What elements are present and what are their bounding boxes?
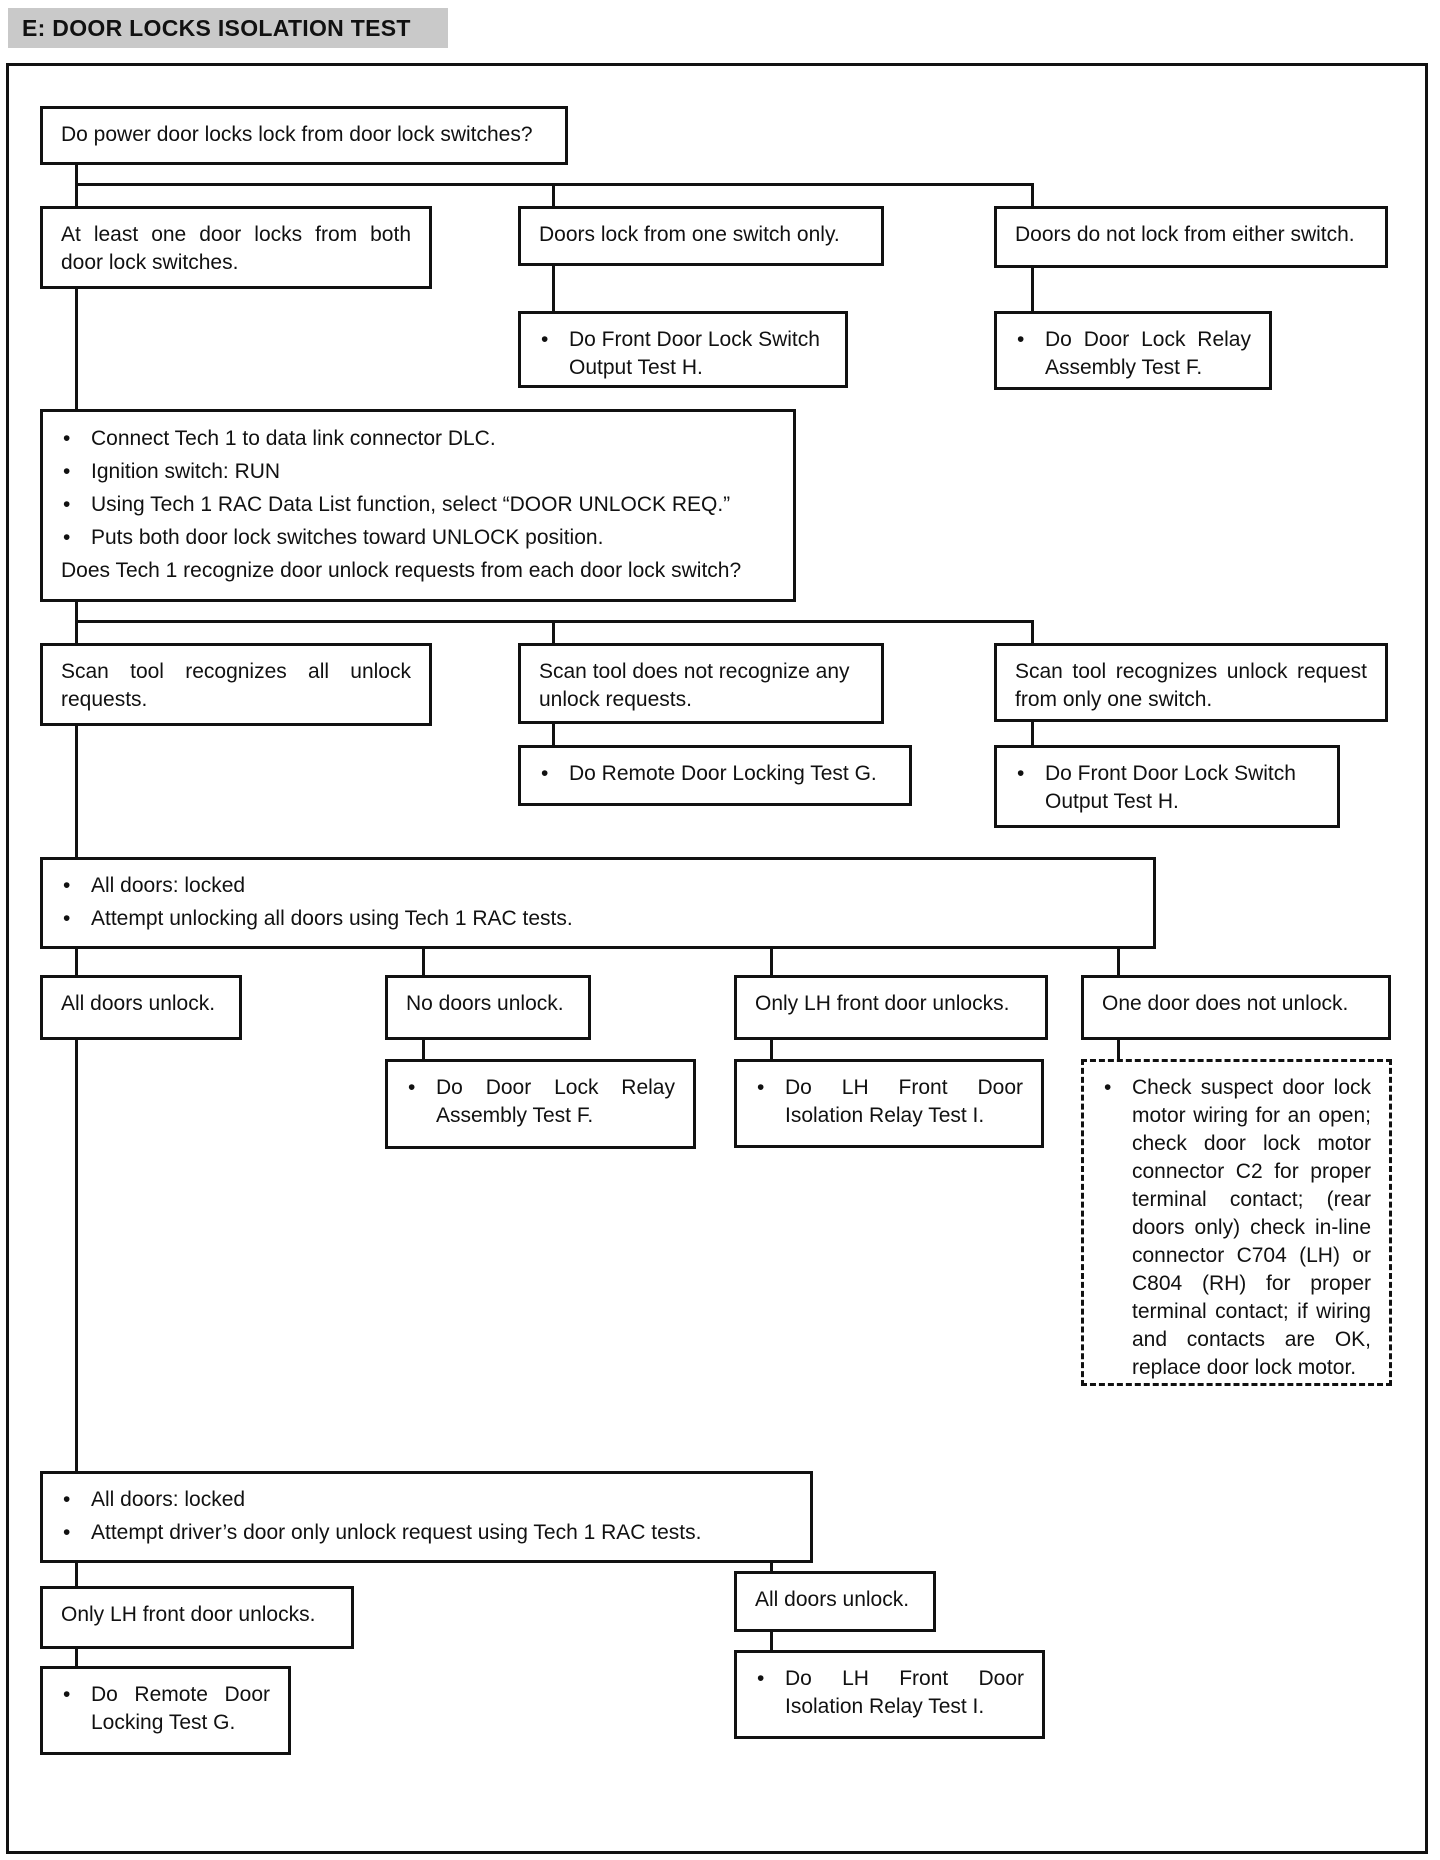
answer-all-doors-unlock-2: All doors unlock. (734, 1571, 936, 1632)
bullet-item: Do LH Front Door Isolation Relay Test I. (755, 1665, 1024, 1721)
connector (770, 1037, 773, 1061)
answer-recognizes-all: Scan tool recognizes all unlock requests… (40, 643, 432, 726)
connector (770, 1630, 773, 1652)
answer-only-lh-unlocks: Only LH front door unlocks. (734, 975, 1048, 1040)
bullet-item: Puts both door lock switches toward UNLO… (61, 524, 775, 552)
action-switch-test-h-2: Do Front Door Lock Switch Output Test H. (994, 745, 1340, 828)
bullet-item: Check suspect door lock motor wiring for… (1102, 1074, 1371, 1382)
node-text: Only LH front door unlocks. (755, 992, 1010, 1015)
connector (422, 1037, 425, 1061)
node-text: Only LH front door unlocks. (61, 1603, 316, 1626)
answer-recognizes-none: Scan tool does not recognize any unlock … (518, 643, 884, 724)
connector (422, 947, 425, 977)
node-text: Scan tool recognizes unlock request from… (1015, 660, 1367, 711)
connector (552, 723, 555, 747)
node-text: Scan tool recognizes all unlock requests… (61, 660, 411, 711)
node-text: One door does not unlock. (1102, 992, 1349, 1015)
action-isolation-relay-test-i-2: Do LH Front Door Isolation Relay Test I. (734, 1650, 1045, 1739)
question-power-locks: Do power door locks lock from door lock … (40, 106, 568, 165)
connector (1031, 183, 1034, 209)
bullet-item: Connect Tech 1 to data link connector DL… (61, 425, 775, 453)
answer-neither-switch: Doors do not lock from either switch. (994, 206, 1388, 268)
bullet-item: Ignition switch: RUN (61, 458, 775, 486)
bullet-item: Attempt unlocking all doors using Tech 1… (61, 905, 1135, 933)
bullet-item: Do Remote Door Locking Test G. (539, 760, 891, 788)
node-text: Doors do not lock from either switch. (1015, 223, 1355, 246)
diagram-frame (6, 63, 1428, 1854)
node-text: Do power door locks lock from door lock … (61, 123, 533, 146)
connector (75, 1561, 78, 1588)
bullet-item: Do Door Lock Relay Assembly Test F. (1015, 326, 1251, 382)
answer-one-door-not-unlock: One door does not unlock. (1081, 975, 1391, 1040)
connector (552, 266, 555, 313)
node-text: Doors lock from one switch only. (539, 223, 840, 246)
connector (552, 183, 555, 209)
connector (75, 289, 78, 411)
action-switch-test-h: Do Front Door Lock Switch Output Test H. (518, 311, 848, 388)
connector (1031, 620, 1034, 646)
connector (552, 620, 555, 646)
connector (1031, 721, 1034, 749)
question-text: Does Tech 1 recognize door unlock reques… (61, 559, 742, 582)
action-isolation-relay-test-i: Do LH Front Door Isolation Relay Test I. (734, 1059, 1044, 1148)
connector (75, 137, 78, 209)
answer-recognizes-one: Scan tool recognizes unlock request from… (994, 643, 1388, 722)
step-unlock-all-doors: All doors: locked Attempt unlocking all … (40, 857, 1156, 949)
answer-all-doors-unlock: All doors unlock. (40, 975, 242, 1040)
bullet-item: Attempt driver’s door only unlock reques… (61, 1519, 792, 1547)
answer-no-doors-unlock: No doors unlock. (385, 975, 591, 1040)
node-text: Scan tool does not recognize any unlock … (539, 660, 850, 711)
action-remote-test-g: Do Remote Door Locking Test G. (518, 745, 912, 806)
diagram-title: E: DOOR LOCKS ISOLATION TEST (8, 8, 448, 48)
node-text: All doors unlock. (61, 992, 216, 1015)
step-driver-door-unlock: All doors: locked Attempt driver’s door … (40, 1471, 813, 1563)
bullet-item: Do LH Front Door Isolation Relay Test I. (755, 1074, 1023, 1130)
connector (1117, 947, 1120, 977)
bullet-item: Do Front Door Lock Switch Output Test H. (1015, 760, 1319, 816)
action-relay-test-f: Do Door Lock Relay Assembly Test F. (994, 311, 1272, 390)
bullet-item: Do Door Lock Relay Assembly Test F. (406, 1074, 675, 1130)
connector (770, 947, 773, 977)
bullet-item: Using Tech 1 RAC Data List function, sel… (61, 491, 775, 519)
connector (1117, 1037, 1120, 1061)
answer-one-switch: Doors lock from one switch only. (518, 206, 884, 266)
connector (75, 726, 78, 859)
action-relay-test-f-2: Do Door Lock Relay Assembly Test F. (385, 1059, 696, 1149)
connector (75, 601, 78, 646)
node-text: All doors unlock. (755, 1588, 910, 1611)
answer-both-switches: At least one door locks from both door l… (40, 206, 432, 289)
answer-only-lh-unlocks-2: Only LH front door unlocks. (40, 1586, 354, 1649)
node-text: At least one door locks from both door l… (61, 223, 411, 274)
bullet-item: All doors: locked (61, 1486, 792, 1514)
connector (770, 1561, 773, 1573)
bullet-item: Do Front Door Lock Switch Output Test H. (539, 326, 827, 382)
action-check-wiring: Check suspect door lock motor wiring for… (1081, 1059, 1392, 1386)
connector (75, 1038, 78, 1474)
connector (75, 947, 78, 977)
bullet-item: All doors: locked (61, 872, 1135, 900)
connector (1031, 268, 1034, 313)
connector (75, 1646, 78, 1668)
node-text: No doors unlock. (406, 992, 564, 1015)
bullet-item: Do Remote Door Locking Test G. (61, 1681, 270, 1737)
action-remote-test-g-2: Do Remote Door Locking Test G. (40, 1666, 291, 1755)
step-connect-tech1: Connect Tech 1 to data link connector DL… (40, 409, 796, 602)
